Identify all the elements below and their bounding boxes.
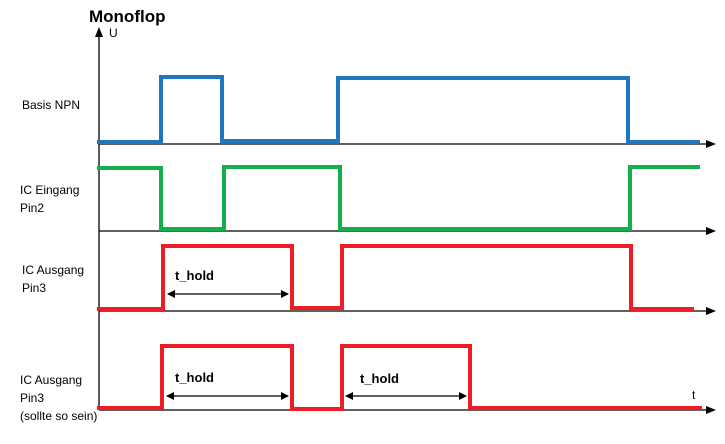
time-axis-arrow-icon [706, 406, 716, 414]
t-hold-label-row4-second: t_hold [360, 371, 399, 386]
signal-basis-npn [97, 75, 700, 144]
t-hold-label-row3: t_hold [175, 268, 214, 283]
voltage-axis-label: U [109, 26, 118, 40]
row-label-ausgang: IC Ausgang Pin3 [22, 263, 87, 295]
row-label-ausgang-expected: IC Ausgang Pin3 (sollte so sein) [20, 373, 97, 423]
voltage-axis-arrow-icon [95, 27, 103, 37]
baseline-basis-arrow-icon [706, 140, 716, 148]
row-label-basis: Basis NPN [22, 98, 80, 112]
row-label-eingang: IC Eingang Pin2 [20, 183, 83, 215]
signal-ic-eingang [97, 165, 700, 231]
baseline-eingang-arrow-icon [706, 227, 716, 235]
time-axis-label: t [692, 388, 696, 402]
signal-ic-ausgang-expected [97, 344, 702, 411]
baseline-ausgang-arrow-icon [706, 307, 716, 315]
diagram-title: Monoflop [89, 7, 165, 26]
signal-ic-ausgang [97, 244, 694, 311]
t-hold-label-row4-first: t_hold [175, 370, 214, 385]
